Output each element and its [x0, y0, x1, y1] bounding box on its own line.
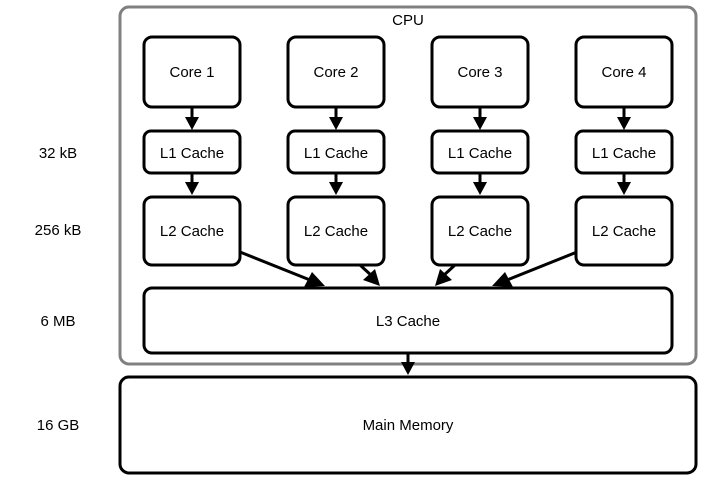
- core-column-2: Core 2 L1 Cache L2 Cache: [286, 35, 386, 267]
- core-4-label: Core 4: [601, 64, 646, 81]
- l1-cache-4-label: L1 Cache: [592, 145, 656, 162]
- l2-cache-2-box: [286, 195, 386, 267]
- core-2-label: Core 2: [313, 64, 358, 81]
- core-1-label: Core 1: [169, 64, 214, 81]
- l2-size-label: 256 kB: [35, 222, 82, 239]
- arrow-head: [329, 117, 343, 130]
- l1-cache-3-label: L1 Cache: [448, 145, 512, 162]
- l2-cache-3-label: L2 Cache: [448, 223, 512, 240]
- arrow-head: [492, 272, 513, 287]
- core-column-1: Core 1 L1 Cache L2 Cache: [142, 35, 242, 267]
- l1-cache-1-label: L1 Cache: [160, 145, 224, 162]
- arrow-head: [401, 362, 415, 375]
- core-3-label: Core 3: [457, 64, 502, 81]
- l2-cache-2-label: L2 Cache: [304, 223, 368, 240]
- arrow-head: [185, 182, 199, 195]
- l2-cache-4-box: [574, 195, 674, 267]
- core-columns: Core 1 L1 Cache L2 Cache Core 2 L1 Cache L2 C…: [142, 35, 674, 267]
- arrow-head: [617, 182, 631, 195]
- arrow-head: [363, 269, 380, 286]
- core-column-3: Core 3 L1 Cache L2 Cache: [430, 35, 530, 267]
- arrow-l2-4-to-l3: [506, 250, 578, 282]
- arrow-head: [185, 117, 199, 130]
- arrow-head: [304, 272, 325, 287]
- arrow-head: [473, 182, 487, 195]
- l3-cache-label: L3 Cache: [376, 313, 440, 330]
- arrow-head: [617, 117, 631, 130]
- l1-cache-2-label: L1 Cache: [304, 145, 368, 162]
- arrow-head: [435, 269, 452, 286]
- arrow-head: [329, 182, 343, 195]
- memory-size-label: 16 GB: [37, 417, 80, 434]
- l2-cache-1-label: L2 Cache: [160, 223, 224, 240]
- main-memory-label: Main Memory: [363, 417, 454, 434]
- main-memory-box: [118, 375, 698, 475]
- l3-size-label: 6 MB: [40, 313, 75, 330]
- l2-cache-1-box: [142, 195, 242, 267]
- cpu-title: CPU: [392, 12, 424, 29]
- core-column-4: Core 4 L1 Cache L2 Cache: [574, 35, 674, 267]
- l2-to-l3-arrows: [239, 250, 578, 287]
- l1-size-label: 32 kB: [39, 145, 77, 162]
- l2-cache-4-label: L2 Cache: [592, 223, 656, 240]
- arrow-l2-1-to-l3: [239, 250, 311, 282]
- arrow-head: [473, 117, 487, 130]
- l2-cache-3-box: [430, 195, 530, 267]
